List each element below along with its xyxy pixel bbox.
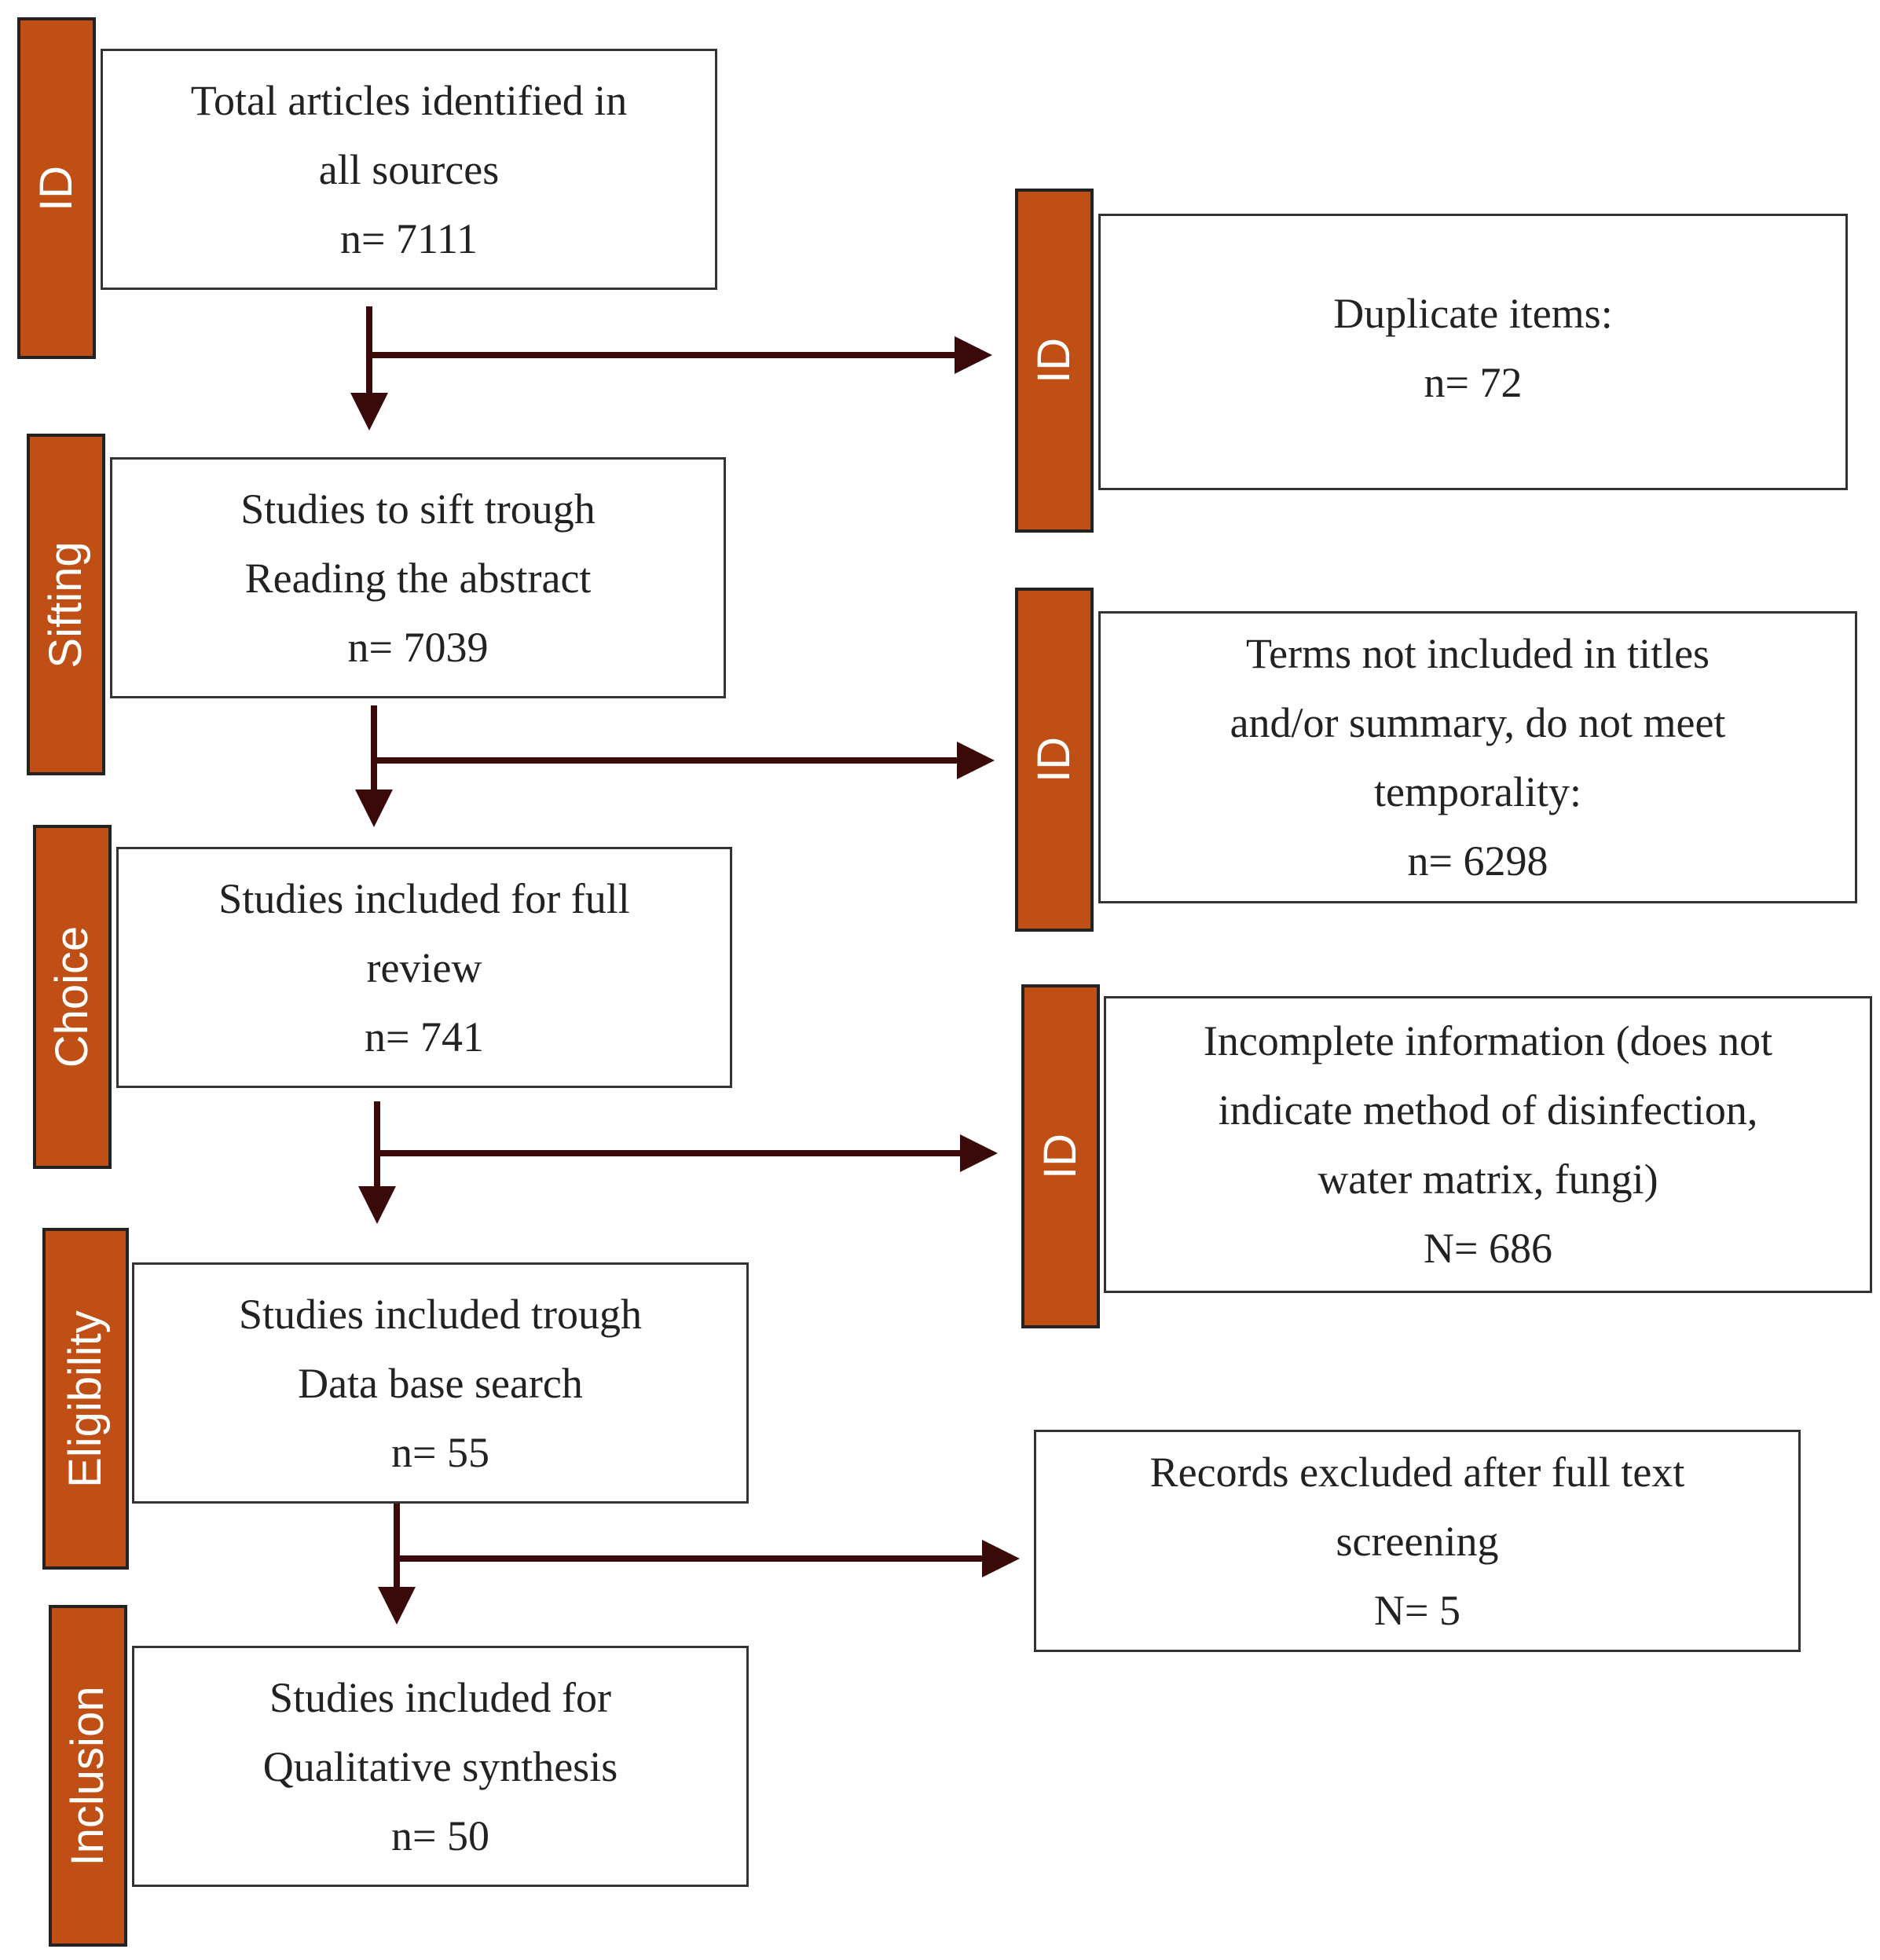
right-stage-label-id-3: ID xyxy=(1021,984,1100,1328)
box-full-review: Studies included for full review n= 741 xyxy=(116,847,732,1088)
stage-label-id: ID xyxy=(17,17,96,359)
stage-label-inclusion: Inclusion xyxy=(49,1605,127,1947)
box-studies-to-sift: Studies to sift trough Reading the abstr… xyxy=(110,457,726,698)
box-qualitative-synthesis: Studies included for Qualitative synthes… xyxy=(132,1646,749,1887)
box-total-identified: Total articles identified in all sources… xyxy=(101,49,717,290)
box-duplicate-items: Duplicate items: n= 72 xyxy=(1098,214,1848,490)
stage-label-sifting: Sifting xyxy=(27,434,105,775)
box-incomplete-information: Incomplete information (does not indicat… xyxy=(1104,996,1872,1293)
stage-label-choice: Choice xyxy=(33,825,112,1169)
box-terms-not-included: Terms not included in titles and/or summ… xyxy=(1098,611,1857,903)
right-stage-label-id-2: ID xyxy=(1015,588,1094,932)
right-stage-label-id-1: ID xyxy=(1015,189,1094,533)
box-records-excluded: Records excluded after full text screeni… xyxy=(1034,1430,1801,1652)
stage-label-eligibility: Eligibility xyxy=(42,1228,129,1570)
box-database-search: Studies included trough Data base search… xyxy=(132,1262,749,1504)
